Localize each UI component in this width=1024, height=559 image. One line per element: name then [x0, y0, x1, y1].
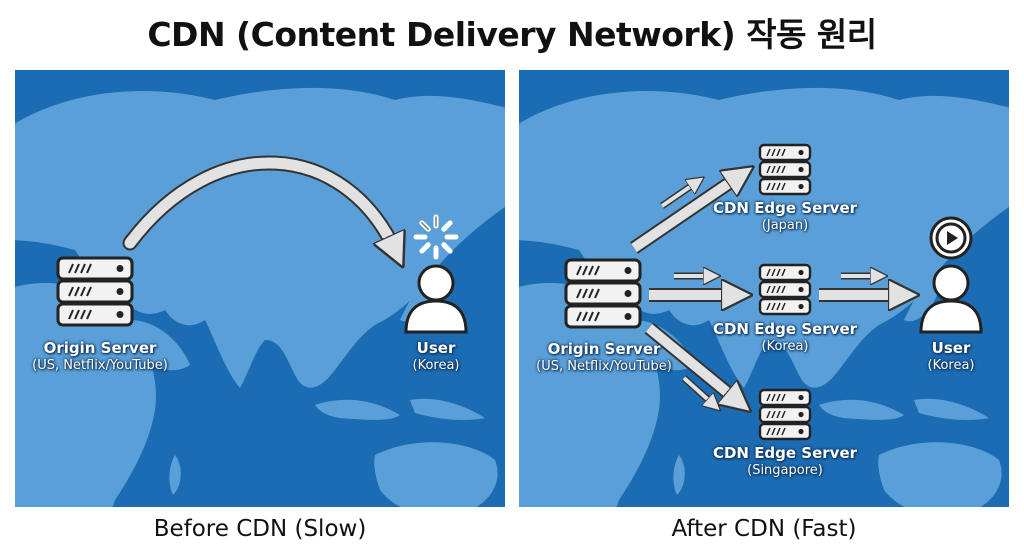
before-cdn-map [15, 70, 505, 507]
edge-server-location: (Korea) [761, 339, 809, 354]
user-label: User (Korea) [901, 340, 1001, 374]
edge-server-name: CDN Edge Server [712, 444, 858, 462]
origin-server-icon [56, 256, 134, 327]
origin-server-location: (US, Netflix/YouTube) [32, 358, 168, 373]
user-location: (Korea) [927, 358, 975, 373]
origin-server-label: Origin Server (US, Netflix/YouTube) [519, 341, 689, 375]
user-location: (Korea) [412, 358, 460, 373]
user-name: User [416, 339, 456, 357]
edge-server-location: (Japan) [761, 218, 809, 233]
edge-server-japan-label: CDN Edge Server (Japan) [705, 200, 865, 234]
loading-spinner-icon [413, 214, 459, 260]
edge-server-japan-icon [758, 143, 812, 196]
edge-server-korea-label: CDN Edge Server (Korea) [705, 321, 865, 355]
edge-server-name: CDN Edge Server [712, 199, 858, 217]
user-name: User [931, 339, 971, 357]
after-cdn-map [519, 70, 1009, 507]
edge-server-location: (Singapore) [747, 463, 823, 478]
edge-server-singapore-label: CDN Edge Server (Singapore) [705, 445, 865, 479]
edge-server-korea-icon [758, 263, 812, 316]
play-icon [929, 216, 973, 260]
after-cdn-panel: Origin Server (US, Netflix/YouTube) CDN … [519, 70, 1009, 507]
before-cdn-panel: Origin Server (US, Netflix/YouTube) User… [15, 70, 505, 507]
user-label: User (Korea) [386, 340, 486, 374]
edge-server-singapore-icon [758, 388, 812, 441]
page-title: CDN (Content Delivery Network) 작동 원리 [147, 15, 877, 54]
edge-server-name: CDN Edge Server [712, 320, 858, 338]
origin-server-location: (US, Netflix/YouTube) [536, 359, 672, 374]
origin-server-label: Origin Server (US, Netflix/YouTube) [15, 340, 185, 374]
origin-server-name: Origin Server [43, 339, 157, 357]
origin-server-name: Origin Server [547, 340, 661, 358]
before-cdn-caption: Before CDN (Slow) [153, 516, 367, 542]
origin-server-icon [564, 258, 642, 329]
after-cdn-caption: After CDN (Fast) [671, 516, 857, 542]
